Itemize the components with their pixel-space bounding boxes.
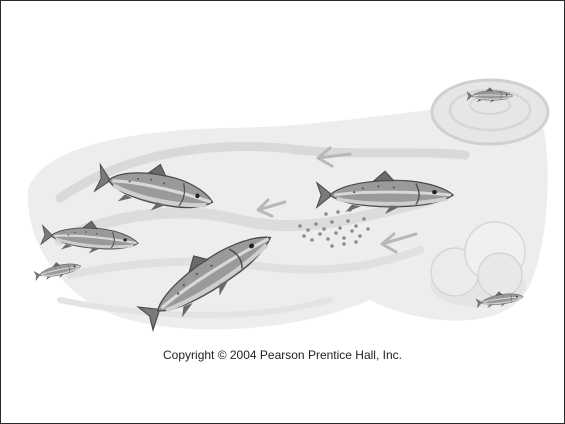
copyright-text: Copyright © 2004 Pearson Prentice Hall, … — [0, 348, 565, 362]
